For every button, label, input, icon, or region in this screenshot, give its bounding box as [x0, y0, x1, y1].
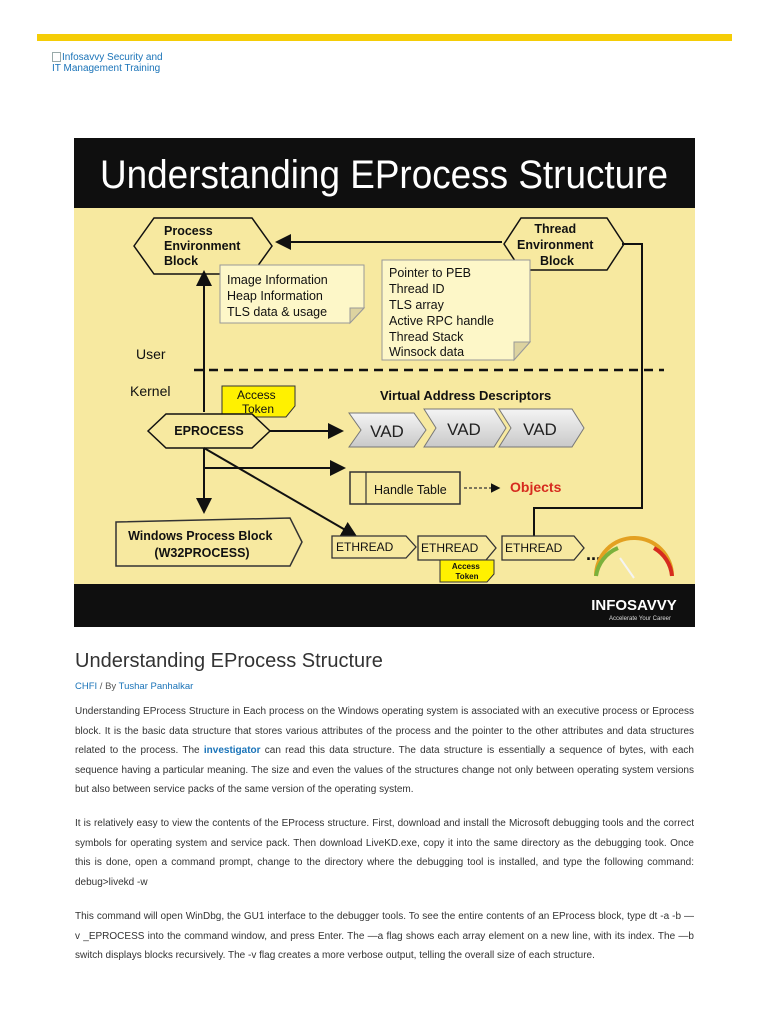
- vad-label: VAD: [370, 422, 404, 441]
- brand-bar: [74, 584, 695, 627]
- post-meta: CHFI / By Tushar Panhalkar: [75, 681, 193, 692]
- ethread-box: [501, 535, 585, 561]
- paragraph-text: Understanding EProcess Structure in Each…: [75, 706, 694, 757]
- paragraph-2: It is relatively easy to view the conten…: [75, 818, 694, 888]
- teb-line: Block: [540, 254, 574, 268]
- paragraph-3: This command will open WinDbg, the GU1 i…: [75, 911, 694, 962]
- note-teb-line: Active RPC handle: [389, 314, 494, 328]
- svg-text:Access Token: Access Token: [452, 562, 482, 581]
- note-peb-line: TLS data & usage: [227, 305, 327, 319]
- top-accent-bar: [37, 34, 732, 41]
- svg-text:Pointer to PEB Thread ID: Pointer to PEB Thread ID TLS array Activ…: [389, 266, 497, 359]
- logo-alt-text: Infosavvy Security and IT Management Tra…: [52, 52, 163, 74]
- access-token-small-line: Token: [456, 572, 479, 581]
- eprocess-label: EPROCESS: [174, 424, 243, 438]
- svg-text:Windows Process Block (W32: Windows Process Block (W32PROCESS): [128, 529, 276, 560]
- svg-text:Image Information Heap Inf: Image Information Heap Information TLS d…: [227, 273, 331, 319]
- vad-label: VAD: [447, 420, 481, 439]
- site-logo-link[interactable]: Infosavvy Security and IT Management Tra…: [52, 52, 172, 74]
- note-teb-line: Pointer to PEB: [389, 266, 471, 280]
- teb-line: Thread: [534, 222, 576, 236]
- objects-label: Objects: [510, 479, 562, 495]
- peb-line: Process: [164, 224, 213, 238]
- meta-separator: / By: [97, 681, 119, 692]
- note-teb-line: Thread ID: [389, 282, 445, 296]
- author-link[interactable]: Tushar Panhalkar: [118, 681, 194, 692]
- hero-diagram-image: Understanding EProcess Structure Process…: [74, 138, 695, 627]
- ethread-label: ETHREAD: [421, 541, 479, 555]
- ethread-box: [331, 535, 417, 559]
- w32-process-box: [115, 517, 303, 567]
- peb-line: Environment: [164, 239, 241, 253]
- article-title: Understanding EProcess Structure: [75, 650, 383, 672]
- vad-box: [348, 412, 427, 448]
- svg-text:Access Token: Access Token: [237, 388, 279, 416]
- category-link[interactable]: CHFI: [75, 681, 98, 692]
- access-token-line: Token: [242, 402, 274, 416]
- svg-text:Thread Environment Blo: Thread Environment Block: [517, 222, 597, 268]
- access-token-small-note: [439, 559, 495, 583]
- ethread-box: [417, 535, 497, 561]
- note-teb-line: Winsock data: [389, 345, 464, 359]
- access-token-line: Access: [237, 388, 276, 402]
- w32-line: (W32PROCESS): [154, 546, 249, 560]
- ethread-label: ETHREAD: [505, 541, 563, 555]
- peb-hexagon: [133, 217, 273, 275]
- broken-image-icon: [52, 52, 61, 62]
- note-peb-line: Image Information: [227, 273, 328, 287]
- ethread-label: ETHREAD: [336, 540, 394, 554]
- access-token-small-line: Access: [452, 562, 481, 571]
- banner-title: Understanding EProcess Structure: [100, 153, 668, 197]
- handle-table-box: [349, 471, 461, 505]
- paragraph-1: Understanding EProcess Structure in Each…: [75, 702, 694, 800]
- note-teb-line: TLS array: [389, 298, 445, 312]
- brand-tagline: Accelerate Your Career: [609, 616, 671, 622]
- investigator-link[interactable]: investigator: [203, 745, 261, 757]
- user-label: User: [136, 346, 166, 362]
- note-peb-line: Heap Information: [227, 289, 323, 303]
- kernel-label: Kernel: [130, 383, 170, 399]
- note-teb-line: Thread Stack: [389, 330, 464, 344]
- vad-box: [423, 408, 507, 448]
- vad-label: VAD: [523, 420, 557, 439]
- w32-line: Windows Process Block: [128, 529, 272, 543]
- vad-box: [498, 408, 585, 448]
- ellipsis: ...: [586, 544, 601, 564]
- brand-name: INFOSAVVY: [591, 597, 677, 614]
- access-token-note: [221, 385, 296, 418]
- svg-text:Process Environment Bl: Process Environment Block: [164, 224, 244, 268]
- teb-line: Environment: [517, 238, 594, 252]
- paragraph-text: can read this data structure. The data s…: [75, 745, 694, 796]
- peb-line: Block: [164, 254, 198, 268]
- banner-bar: [74, 138, 695, 208]
- vad-title: Virtual Address Descriptors: [380, 388, 551, 403]
- handle-table-label: Handle Table: [374, 483, 447, 497]
